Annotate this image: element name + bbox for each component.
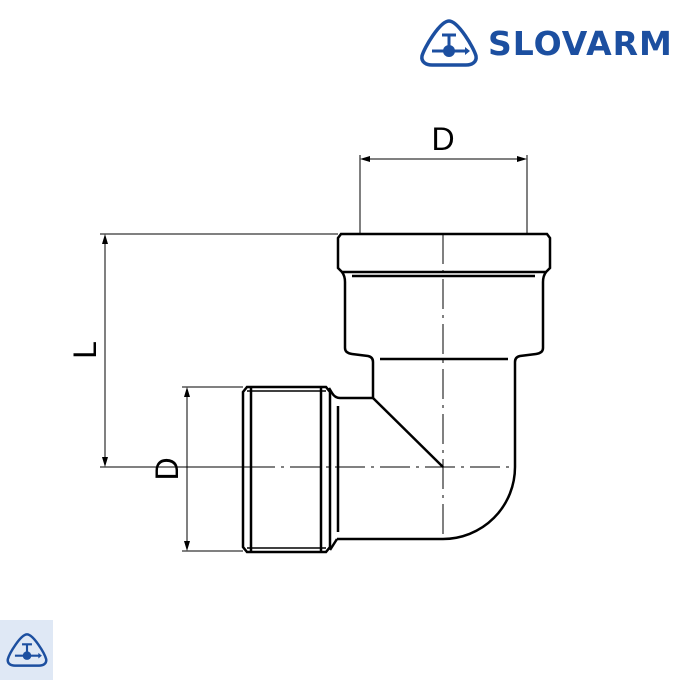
arrowhead [102, 457, 108, 467]
inner-miter-line [372, 397, 444, 468]
dimension-label-l: L [67, 341, 103, 359]
socket-body [340, 271, 375, 398]
arrowhead [102, 234, 108, 244]
arrowhead [184, 541, 190, 551]
brand-name: SLOVARM [488, 23, 673, 63]
brand-logo: SLOVARM [418, 18, 673, 68]
valve-logo-icon [420, 19, 478, 67]
dimension-label-left-d: D [149, 457, 185, 480]
top-flange [336, 232, 552, 274]
arrowhead [184, 387, 190, 397]
arrowhead [517, 156, 527, 162]
small-logo [0, 620, 53, 680]
dimension-label-top-d: D [431, 121, 454, 157]
valve-logo-icon [6, 633, 47, 667]
arrowhead [360, 156, 370, 162]
male-thread [241, 385, 332, 554]
